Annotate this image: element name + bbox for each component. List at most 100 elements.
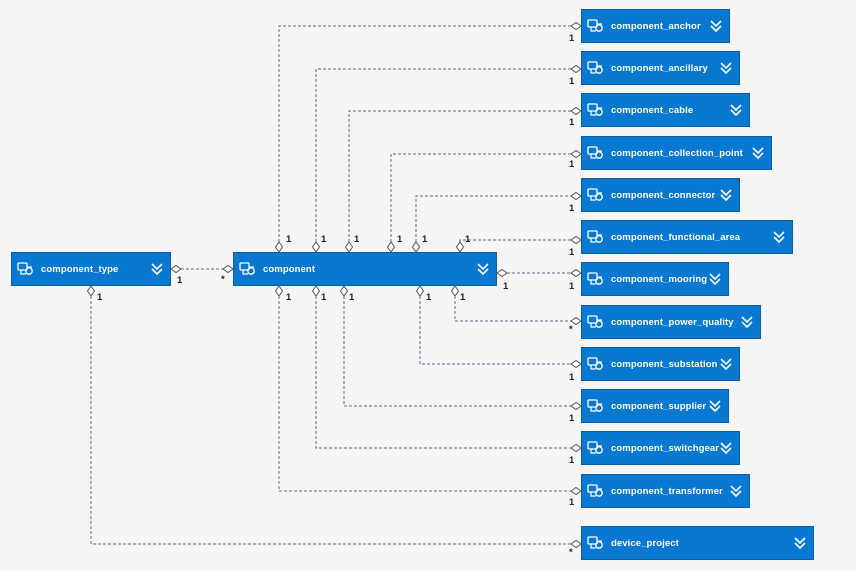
diamond-icon — [311, 285, 321, 297]
multiplicity-label: 1 — [354, 234, 360, 245]
chevron-double-down-icon[interactable] — [719, 441, 733, 455]
entity-label: component_collection_point — [611, 147, 743, 159]
multiplicity-label: * — [569, 547, 573, 558]
connector-line — [390, 153, 581, 247]
entity-component-functional-area[interactable]: component_functional_area — [581, 220, 793, 254]
multiplicity-label: 1 — [286, 292, 292, 303]
entity-component[interactable]: component — [233, 252, 497, 286]
chevron-double-down-icon[interactable] — [719, 188, 733, 202]
entity-component-substation[interactable]: component_substation — [581, 347, 740, 381]
diamond-icon — [570, 235, 582, 245]
entity-label: component — [263, 263, 316, 275]
entity-icon — [587, 440, 605, 456]
chevron-double-down-icon[interactable] — [709, 19, 723, 33]
entity-label: device_project — [611, 537, 679, 549]
connector-line — [348, 110, 581, 247]
entity-component-ancillary[interactable]: component_ancillary — [581, 51, 740, 85]
entity-icon — [587, 102, 605, 118]
diamond-icon — [339, 285, 349, 297]
chevron-double-down-icon[interactable] — [719, 357, 733, 371]
connector-line — [343, 291, 581, 407]
entity-icon — [587, 145, 605, 161]
multiplicity-label: 1 — [569, 76, 575, 87]
chevron-double-down-icon[interactable] — [772, 230, 786, 244]
entity-icon — [17, 261, 35, 277]
diamond-icon — [415, 285, 425, 297]
multiplicity-label: 1 — [569, 281, 575, 292]
entity-component-supplier[interactable]: component_supplier — [581, 389, 729, 423]
connector-line — [278, 25, 581, 247]
entity-component-cable[interactable]: component_cable — [581, 93, 750, 127]
chevron-double-down-icon[interactable] — [729, 484, 743, 498]
multiplicity-label: 1 — [569, 159, 575, 170]
multiplicity-label: 1 — [569, 372, 575, 383]
entity-icon — [587, 535, 605, 551]
multiplicity-label: 1 — [177, 275, 183, 286]
chevron-double-down-icon[interactable] — [150, 262, 164, 276]
multiplicity-label: 1 — [426, 292, 432, 303]
diamond-icon — [344, 241, 354, 253]
entity-label: component_ancillary — [611, 62, 708, 74]
multiplicity-label: 1 — [569, 33, 575, 44]
diamond-icon — [222, 264, 234, 274]
entity-component-collection-point[interactable]: component_collection_point — [581, 136, 772, 170]
entity-icon — [239, 261, 257, 277]
diamond-icon — [86, 285, 96, 297]
entity-component-transformer[interactable]: component_transformer — [581, 474, 750, 508]
diamond-icon — [570, 268, 582, 278]
entity-component-connector[interactable]: component_connector — [581, 178, 740, 212]
entity-icon — [587, 314, 605, 330]
diamond-icon — [274, 285, 284, 297]
chevron-double-down-icon[interactable] — [708, 399, 722, 413]
multiplicity-label: 1 — [503, 281, 509, 292]
chevron-double-down-icon[interactable] — [708, 272, 722, 286]
chevron-double-down-icon[interactable] — [740, 315, 754, 329]
multiplicity-label: 1 — [397, 234, 403, 245]
diamond-icon — [570, 401, 582, 411]
entity-label: component_switchgear — [611, 442, 720, 454]
multiplicity-label: 1 — [569, 203, 575, 214]
entity-device-project[interactable]: device_project — [581, 526, 814, 560]
entity-component-type[interactable]: component_type — [11, 252, 171, 286]
multiplicity-label: * — [569, 324, 573, 335]
diamond-icon — [274, 241, 284, 253]
diamond-icon — [496, 268, 508, 278]
entity-label: component_mooring — [611, 273, 708, 285]
chevron-double-down-icon[interactable] — [793, 536, 807, 550]
entity-component-switchgear[interactable]: component_switchgear — [581, 431, 740, 465]
diamond-icon — [450, 285, 460, 297]
multiplicity-label: 1 — [569, 497, 575, 508]
connector-line — [415, 195, 581, 247]
entity-label: component_power_quality — [611, 316, 734, 328]
entity-label: component_substation — [611, 358, 718, 370]
multiplicity-label: 1 — [97, 292, 103, 303]
multiplicity-label: * — [221, 274, 225, 285]
entity-component-anchor[interactable]: component_anchor — [581, 9, 730, 43]
multiplicity-label: 1 — [569, 117, 575, 128]
entity-label: component_anchor — [611, 20, 701, 32]
diamond-icon — [570, 106, 582, 116]
multiplicity-label: 1 — [569, 413, 575, 424]
entity-component-power-quality[interactable]: component_power_quality — [581, 305, 761, 339]
entity-icon — [587, 271, 605, 287]
diamond-icon — [570, 486, 582, 496]
chevron-double-down-icon[interactable] — [719, 61, 733, 75]
entity-icon — [587, 187, 605, 203]
connector-line — [419, 291, 581, 365]
multiplicity-label: 1 — [321, 234, 327, 245]
chevron-double-down-icon[interactable] — [729, 103, 743, 117]
chevron-double-down-icon[interactable] — [476, 262, 490, 276]
entity-label: component_cable — [611, 104, 694, 116]
diamond-icon — [411, 241, 421, 253]
entity-icon — [587, 18, 605, 34]
multiplicity-label: 1 — [465, 234, 471, 245]
multiplicity-label: 1 — [321, 292, 327, 303]
entity-icon — [587, 483, 605, 499]
diamond-icon — [570, 191, 582, 201]
entity-component-mooring[interactable]: component_mooring — [581, 262, 729, 296]
multiplicity-label: 1 — [569, 455, 575, 466]
diamond-icon — [455, 241, 465, 253]
multiplicity-label: 1 — [460, 292, 466, 303]
entity-icon — [587, 398, 605, 414]
chevron-double-down-icon[interactable] — [751, 146, 765, 160]
